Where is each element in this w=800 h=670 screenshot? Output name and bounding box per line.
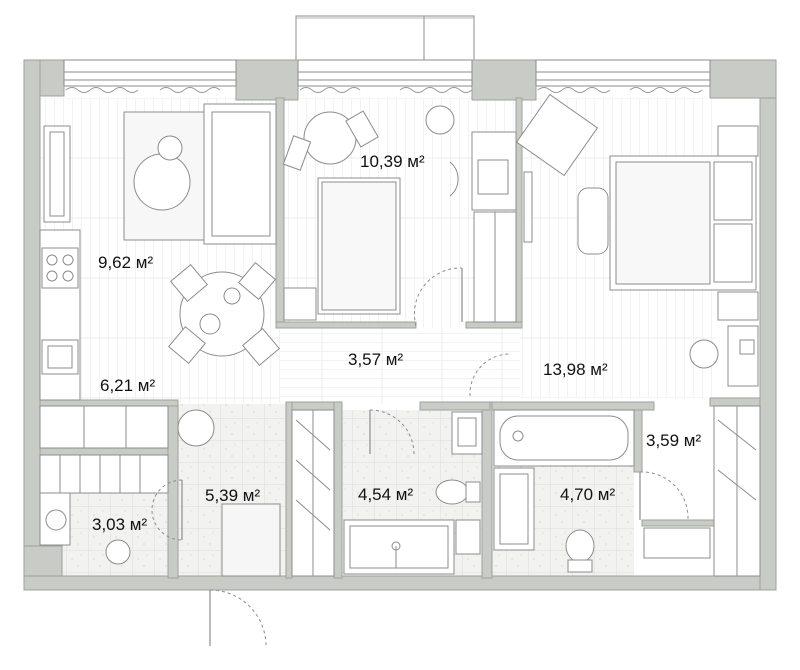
balcony: [295, 15, 475, 61]
area-labels: 9,62 м² 10,39 м² 3,57 м² 13,98 м² 6,21 м…: [92, 152, 701, 534]
storage-furniture: [39, 454, 169, 565]
area-label-wardrobe: 3,59 м²: [646, 431, 701, 450]
area-label-hall: 5,39 м²: [205, 486, 260, 505]
doors: [151, 267, 689, 647]
walls: [23, 59, 777, 591]
wardrobes: [221, 405, 761, 577]
toilet-2: [565, 529, 595, 563]
armchair: [515, 93, 599, 177]
curtains: [65, 87, 703, 93]
area-label-living: 9,62 м²: [98, 253, 153, 272]
area-label-bedroom-small: 10,39 м²: [360, 152, 425, 171]
dining-table: [179, 271, 265, 357]
small-bedroom-furniture: [282, 105, 517, 323]
area-label-bathroom-shower: 4,54 м²: [358, 485, 413, 504]
large-bedroom-furniture: [515, 93, 759, 387]
kitchen: [39, 229, 215, 449]
area-label-kitchen: 6,21 м²: [100, 376, 155, 395]
area-label-bathroom-tub: 4,70 м²: [560, 485, 615, 504]
area-label-bedroom-large: 13,98 м²: [543, 360, 608, 379]
door-leaves: [181, 268, 641, 646]
bench: [577, 187, 609, 255]
nightstand: [283, 287, 317, 321]
bathroom-tub-fixtures: [493, 409, 635, 573]
area-label-storage: 3,03 м²: [92, 515, 147, 534]
area-label-corridor: 3,57 м²: [348, 350, 403, 369]
stove: [41, 247, 79, 289]
round-stool: [177, 409, 215, 447]
windows: [63, 59, 711, 87]
bathroom-shower-fixtures: [343, 411, 483, 575]
living-furniture: [43, 103, 281, 367]
toilet: [435, 479, 469, 505]
coffee-table: [133, 153, 191, 211]
entry-mat: [221, 503, 281, 577]
lower-counter: [39, 405, 169, 449]
